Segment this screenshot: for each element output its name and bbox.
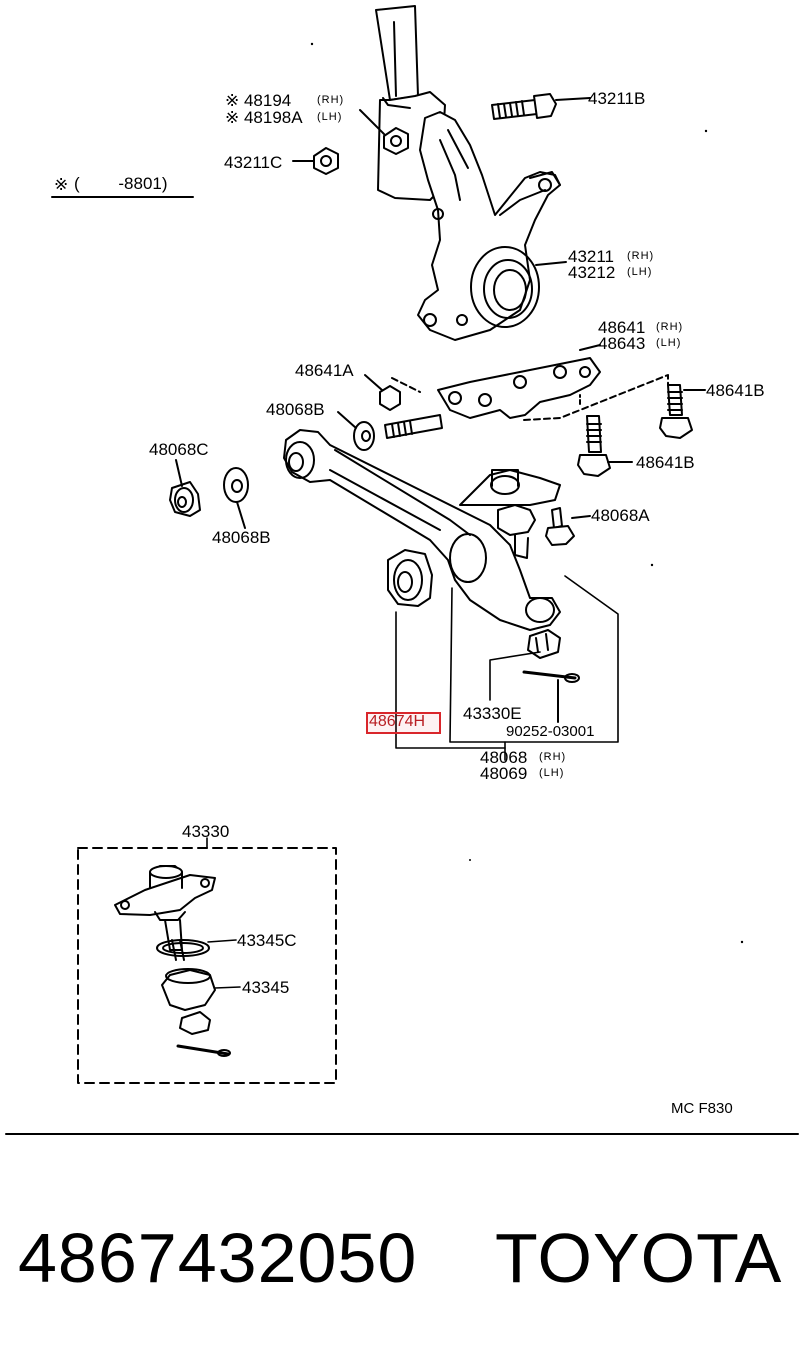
bolt-43211B-drawing: [491, 93, 591, 120]
label-48643-side: (LH): [656, 337, 682, 349]
label-43345C: 43345C: [237, 931, 297, 950]
label-43345: 43345: [242, 978, 290, 997]
castle-nut-43330E-drawing: [527, 629, 561, 659]
label-90252-03001: 90252-03001: [506, 723, 595, 740]
label-43212: 43212: [568, 263, 616, 282]
cotter-pin-90252-drawing: [522, 670, 580, 723]
label-43211B: 43211B: [588, 89, 646, 108]
label-48643: 48643: [598, 334, 646, 353]
label-48641B-mid: 48641B: [636, 453, 695, 472]
label-48069-side: (LH): [539, 767, 565, 779]
washer-48068B-low-drawing: [223, 467, 249, 529]
label-48068C: 48068C: [149, 440, 209, 459]
label-43211C: 43211C: [224, 153, 283, 172]
bracket-48641-drawing: [384, 344, 669, 439]
label-43212-side: (LH): [627, 266, 653, 278]
label-48194: ※ 48194: [225, 91, 292, 110]
note-mark: ※: [54, 175, 69, 194]
label-48641A: 48641A: [295, 361, 354, 380]
bolt-48068A-drawing: [545, 507, 591, 546]
part-number: 4867432050: [18, 1219, 418, 1297]
nut-48641A-drawing: [364, 374, 401, 411]
label-48641-side: (RH): [656, 321, 684, 333]
label-43330: 43330: [182, 822, 230, 841]
label-48068-side: (RH): [539, 751, 567, 763]
label-48641: 48641: [598, 318, 646, 337]
steering-knuckle-drawing: [417, 111, 561, 341]
lower-control-arm-drawing: [283, 429, 561, 631]
nut-48194-drawing: [359, 109, 409, 155]
label-48198A-side: (LH): [317, 111, 343, 123]
callout-bracket-48068: [395, 575, 619, 761]
nut-43211C-drawing: [292, 147, 339, 175]
ball-joint-43330-drawing: [114, 865, 241, 1057]
label-43211: 43211: [568, 247, 615, 266]
note-date-range: ( -8801): [74, 174, 168, 193]
label-48641B-top: 48641B: [706, 381, 765, 400]
bolt-48641B-top-drawing: [659, 384, 706, 439]
bolt-48641B-mid-drawing: [577, 415, 633, 477]
label-43211-side: (RH): [627, 250, 655, 262]
label-48068: 48068: [480, 748, 528, 767]
bushing-48674H-drawing: [387, 549, 433, 607]
label-43330E: 43330E: [463, 704, 522, 723]
diagram-code: MC F830: [671, 1100, 733, 1117]
brand-name: TOYOTA: [495, 1219, 783, 1297]
label-48674H[interactable]: 48674H: [369, 713, 426, 730]
highlight-48674H[interactable]: [366, 712, 441, 734]
bushing-48068C-drawing: [169, 459, 201, 517]
washer-48068B-top-drawing: [337, 411, 375, 451]
label-48198A: ※ 48198A: [225, 108, 303, 127]
label-48068B-top: 48068B: [266, 400, 325, 419]
label-48069: 48069: [480, 764, 528, 783]
label-48068A: 48068A: [591, 506, 650, 525]
label-48068B-low: 48068B: [212, 528, 271, 547]
label-48194-side: (RH): [317, 94, 345, 106]
